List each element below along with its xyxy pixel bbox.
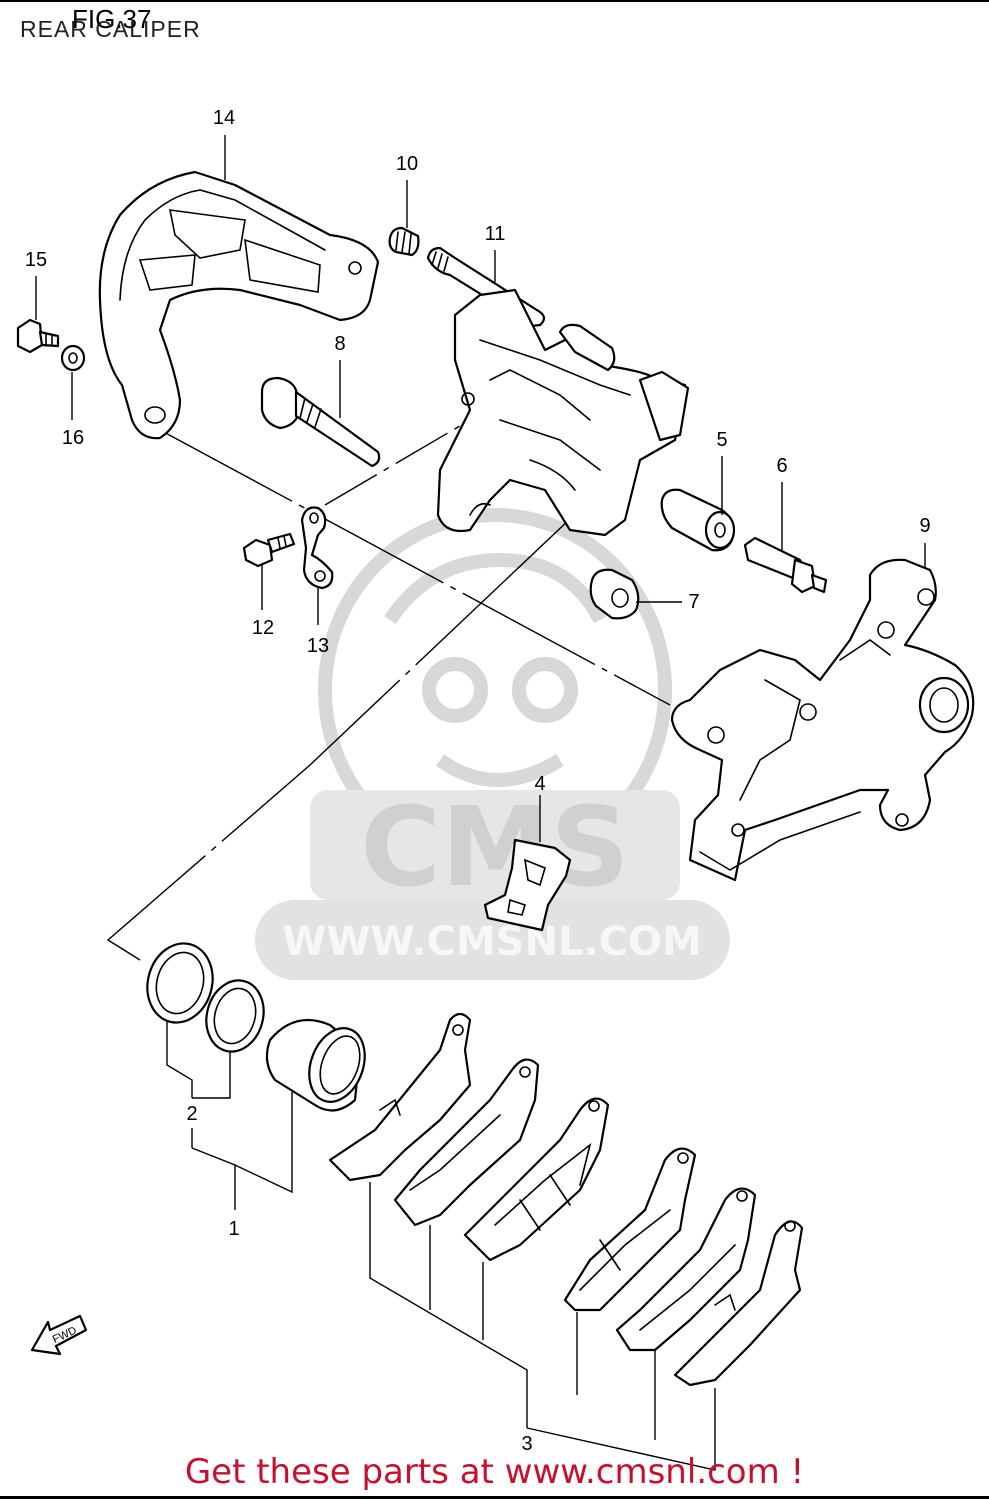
part-8-slide-pin [260, 376, 381, 468]
pad-shim-3 [615, 1187, 757, 1352]
callout-8: 8 [334, 333, 345, 355]
callout-4: 4 [534, 773, 545, 795]
top-border [0, 0, 989, 2]
callout-2: 2 [186, 1103, 197, 1125]
callout-6: 6 [776, 455, 787, 477]
part-9-caliper-bracket [670, 558, 975, 882]
part-4-pad-spring [483, 838, 572, 932]
pad-with-lining-1 [463, 1097, 610, 1262]
part-7-nut [589, 568, 640, 620]
part-14-caliper-guard [98, 170, 380, 440]
callout-numbers: 1 2 3 4 5 6 7 8 9 10 11 12 13 14 15 16 [25, 107, 931, 1455]
callout-7: 7 [688, 591, 699, 613]
watermark-logo [318, 508, 672, 872]
part-12-bleeder [242, 532, 296, 568]
pad-shim-4 [673, 1220, 804, 1387]
callout-1: 1 [228, 1218, 239, 1240]
part-16-washer [60, 344, 86, 372]
callout-13: 13 [307, 635, 329, 657]
watermark-brand-text: CMS [360, 783, 629, 911]
part-1-piston [265, 1018, 366, 1112]
bottom-border [0, 1496, 989, 1499]
callout-12: 12 [252, 617, 274, 639]
callout-3: 3 [521, 1433, 532, 1455]
watermark-brand: CMS WWW.CMSNL.COM [255, 783, 730, 980]
callout-9: 9 [919, 515, 930, 537]
callout-10: 10 [396, 153, 418, 175]
watermark-url-text: WWW.CMSNL.COM [282, 919, 702, 965]
figure-number: FIG.37 [72, 4, 152, 34]
assembly-lines [106, 419, 671, 961]
footer-promo-link[interactable]: Get these parts at www.cmsnl.com ! [184, 1452, 805, 1492]
forward-direction-badge: FWD [30, 1314, 88, 1356]
part-13-clip [300, 506, 334, 590]
callout-leaders [35, 135, 926, 1471]
callout-16: 16 [62, 427, 84, 449]
part-10-cap [388, 226, 420, 257]
part-2-piston-seals [146, 942, 265, 1053]
pad-shim-1 [328, 1012, 472, 1182]
callout-15: 15 [25, 249, 47, 271]
part-15-bolt [16, 318, 60, 354]
callout-14: 14 [213, 107, 235, 129]
callout-11: 11 [485, 223, 506, 245]
pad-with-lining-2 [563, 1147, 697, 1312]
part-3-brake-pads [328, 1012, 804, 1387]
part-5-bushing [660, 488, 736, 552]
caliper-body [436, 288, 690, 537]
pad-shim-2 [393, 1058, 540, 1227]
callout-5: 5 [716, 429, 727, 451]
part-6-bolt [743, 536, 828, 594]
figure-title: REAR CALIPER [20, 16, 201, 42]
